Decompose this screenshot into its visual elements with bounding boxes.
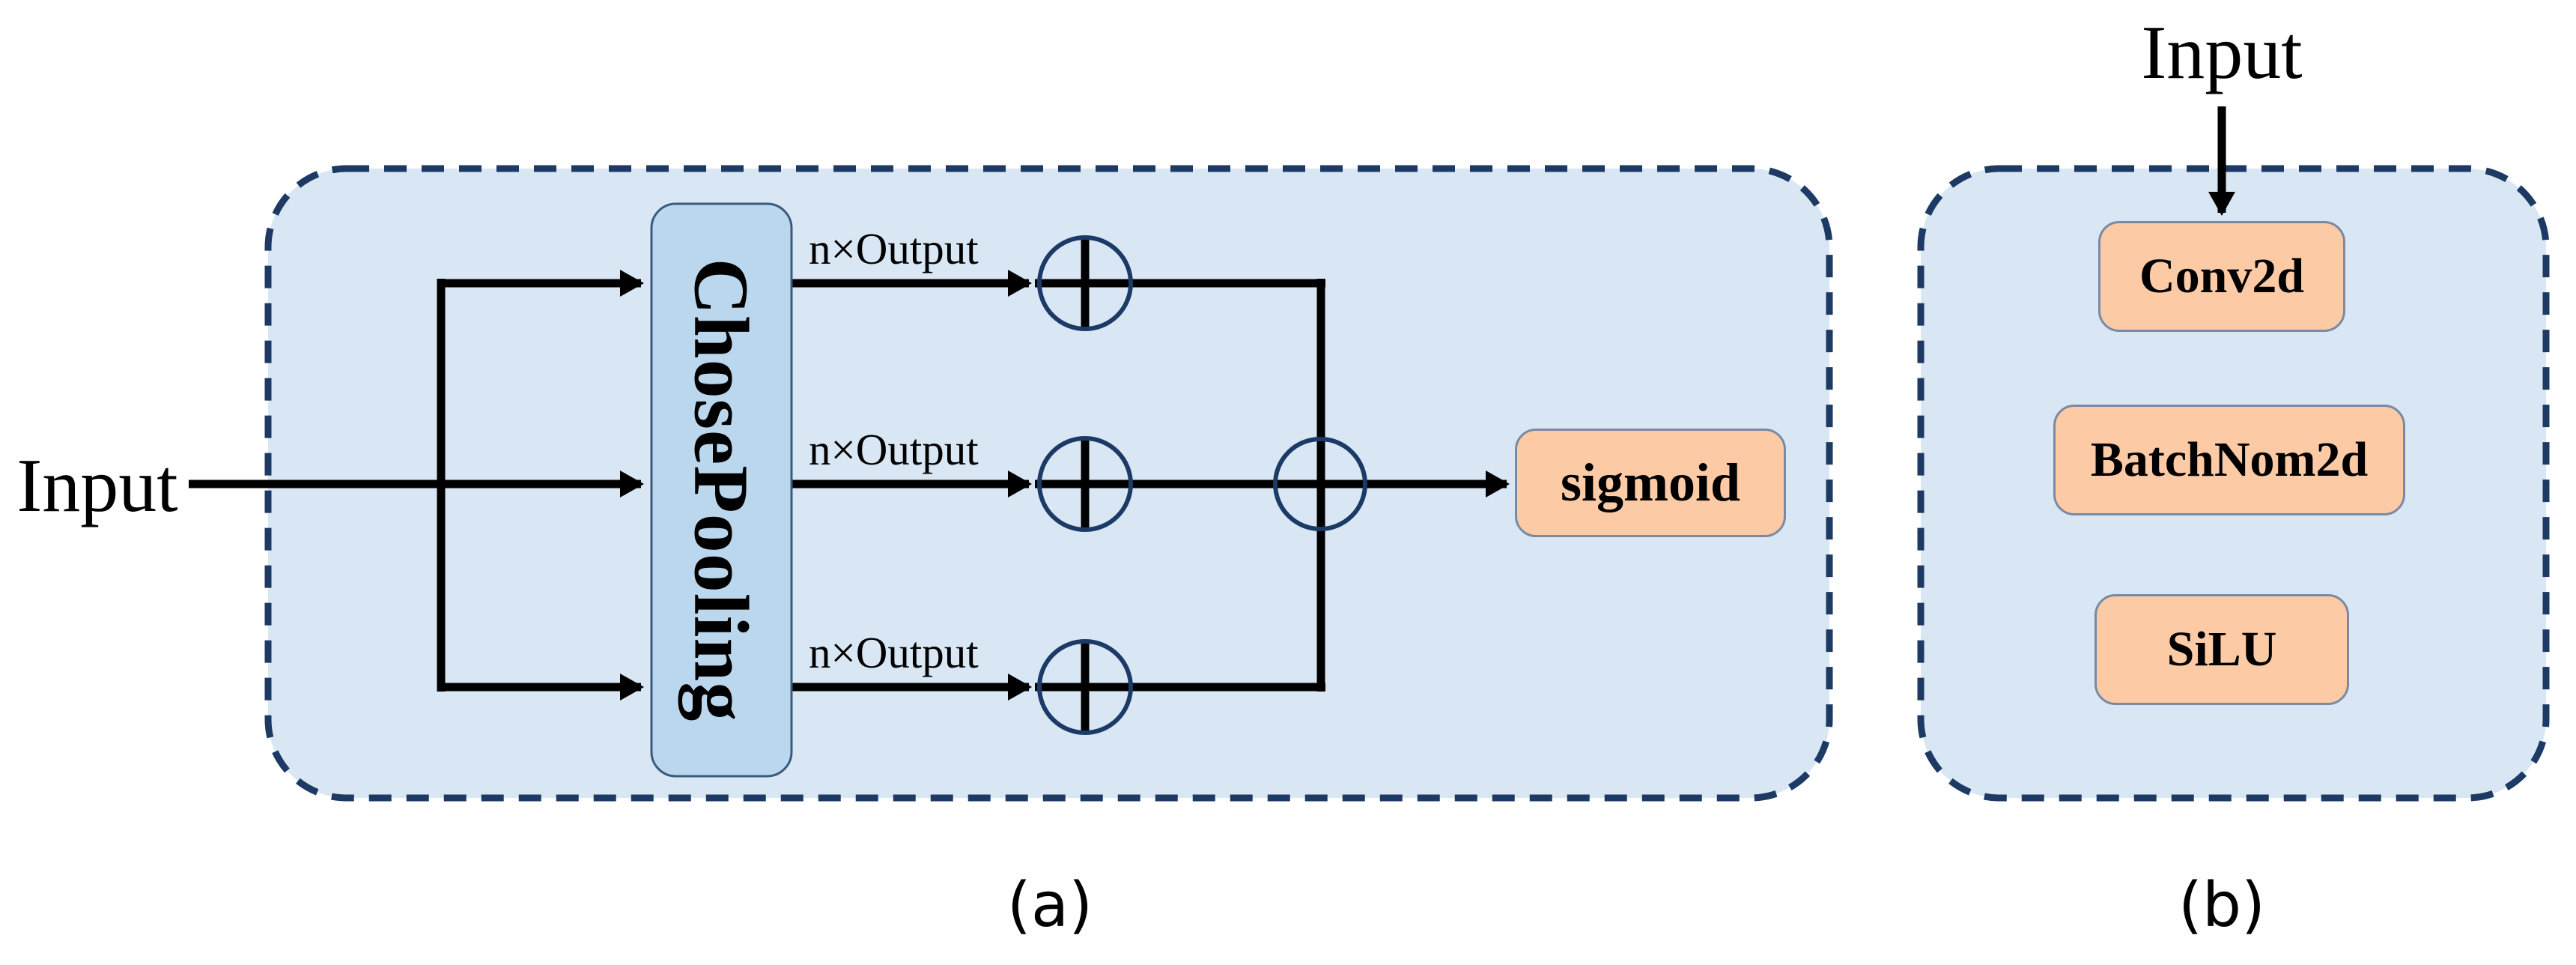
noutput-label-bottom: n×Output bbox=[809, 628, 979, 677]
chosepooling-box: ChosePooling bbox=[650, 202, 793, 778]
sigmoid-box: sigmoid bbox=[1515, 429, 1786, 537]
input-label-b: Input bbox=[2141, 10, 2303, 95]
caption-a: (a) bbox=[1006, 870, 1093, 941]
sum-circle-icon-bottom bbox=[1037, 639, 1133, 735]
noutput-label-top: n×Output bbox=[809, 224, 979, 273]
input-label-a: Input bbox=[16, 444, 178, 528]
noutput-label-middle: n×Output bbox=[809, 425, 979, 474]
caption-b: (b) bbox=[2178, 870, 2266, 941]
sum-circle-icon-middle bbox=[1037, 436, 1133, 532]
sum-circle-icon-top bbox=[1037, 235, 1133, 331]
batchnom2d-box: BatchNom2d bbox=[2053, 405, 2405, 515]
conv2d-box: Conv2d bbox=[2098, 221, 2345, 332]
silu-box: SiLU bbox=[2094, 594, 2349, 705]
merge-circle-icon bbox=[1273, 437, 1367, 531]
